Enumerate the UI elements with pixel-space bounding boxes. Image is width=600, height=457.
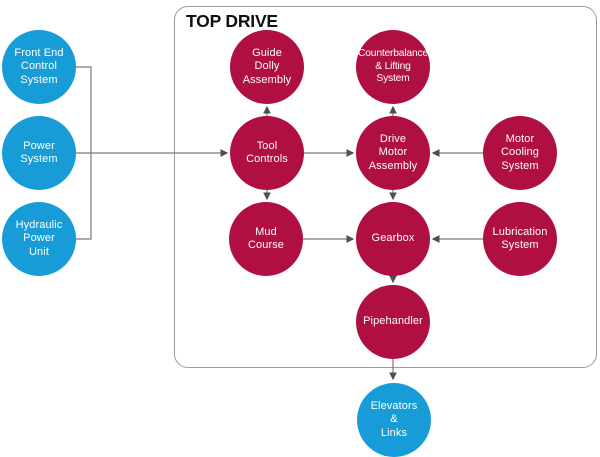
node-tool-controls-label: Tool Controls [246,139,288,165]
node-power-system-label: Power System [20,139,58,165]
node-elevators-links: Elevators & Links [357,383,431,457]
node-pipehandler: Pipehandler [356,285,430,359]
node-elevators-links-label: Elevators & Links [370,399,418,439]
node-lubrication-system-label: Lubrication System [492,225,548,251]
node-hydraulic-power-unit: Hydraulic Power Unit [2,202,76,276]
node-gearbox-label: Gearbox [371,232,415,245]
node-drive-motor-assembly: Drive Motor Assembly [356,116,430,190]
top-drive-title: TOP DRIVE [186,11,278,31]
node-counterbalance-lifting-system-label: Counterbalance & Lifting System [358,48,428,85]
node-pipehandler-label: Pipehandler [363,315,423,328]
node-mud-course: Mud Course [229,202,303,276]
node-mud-course-label: Mud Course [247,225,285,251]
node-motor-cooling-system-label: Motor Cooling System [500,132,539,172]
node-guide-dolly-assembly-label: Guide Dolly Assembly [242,46,292,86]
node-lubrication-system: Lubrication System [483,202,557,276]
edge-bus-external-systems [75,66,92,240]
top-drive-container: TOP DRIVE [174,6,597,368]
node-drive-motor-assembly-label: Drive Motor Assembly [368,132,418,172]
node-power-system: Power System [2,116,76,190]
node-motor-cooling-system: Motor Cooling System [483,116,557,190]
node-front-end-control-system-label: Front End Control System [14,46,64,86]
node-front-end-control-system: Front End Control System [2,30,76,104]
node-counterbalance-lifting-system: Counterbalance & Lifting System [356,30,430,104]
node-hydraulic-power-unit-label: Hydraulic Power Unit [15,218,63,258]
node-tool-controls: Tool Controls [230,116,304,190]
node-guide-dolly-assembly: Guide Dolly Assembly [230,30,304,104]
node-gearbox: Gearbox [356,202,430,276]
